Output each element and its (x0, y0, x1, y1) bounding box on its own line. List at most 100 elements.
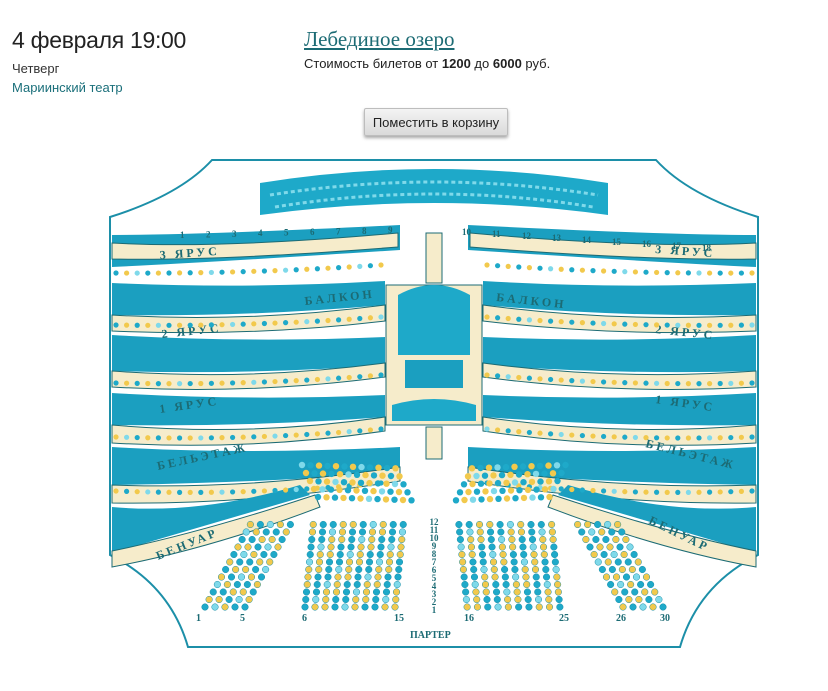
parter-seat[interactable] (491, 573, 499, 581)
tier-seat[interactable] (155, 435, 161, 441)
amphitheatre-seat[interactable] (515, 471, 523, 478)
parter-seat[interactable] (481, 573, 489, 581)
amphitheatre-seat[interactable] (541, 486, 549, 493)
parter-seat[interactable] (527, 520, 535, 529)
amphitheatre-seat[interactable] (524, 471, 531, 478)
tier-seat[interactable] (304, 377, 310, 383)
parter-seat[interactable] (215, 595, 223, 604)
parter-seat[interactable] (227, 573, 236, 581)
tier-seat[interactable] (601, 488, 607, 494)
parter-seat[interactable] (487, 535, 495, 544)
parter-seat[interactable] (498, 535, 506, 544)
tier-seat[interactable] (728, 270, 734, 276)
tier-seat[interactable] (198, 435, 204, 441)
amphitheatre-seat[interactable] (361, 487, 369, 494)
parter-seat[interactable] (222, 565, 230, 574)
tier-seat[interactable] (717, 489, 723, 495)
parter-seat[interactable] (482, 588, 490, 596)
amphitheatre-seat[interactable] (490, 472, 497, 479)
parter-seat[interactable] (465, 520, 473, 529)
parter-seat[interactable] (348, 528, 357, 536)
tier-seat[interactable] (293, 432, 299, 438)
tier-seat[interactable] (505, 428, 511, 434)
parter-seat[interactable] (551, 550, 559, 559)
parter-seat[interactable] (246, 558, 254, 566)
parter-seat[interactable] (372, 588, 381, 596)
parter-seat[interactable] (540, 543, 548, 551)
parter-seat[interactable] (602, 535, 610, 544)
parter-seat[interactable] (369, 520, 377, 529)
parter-seat[interactable] (396, 550, 404, 559)
parter-seat[interactable] (649, 603, 657, 611)
amphitheatre-seat[interactable] (370, 487, 377, 495)
amphitheatre-seat[interactable] (464, 473, 472, 480)
parter-seat[interactable] (276, 520, 284, 529)
parter-seat[interactable] (205, 595, 213, 604)
parter-seat[interactable] (645, 595, 653, 604)
parter-seat[interactable] (531, 558, 539, 566)
amphitheatre-seat[interactable] (468, 465, 476, 472)
parter-seat[interactable] (574, 520, 582, 529)
parter-seat[interactable] (238, 535, 246, 544)
amphitheatre-seat[interactable] (370, 472, 378, 479)
tier-seat[interactable] (378, 262, 384, 268)
amphitheatre-seat[interactable] (562, 461, 569, 469)
parter-seat[interactable] (342, 588, 351, 596)
tier-seat[interactable] (675, 489, 681, 495)
tier-seat[interactable] (611, 434, 617, 440)
parter-seat[interactable] (523, 580, 531, 589)
parter-seat[interactable] (638, 565, 646, 574)
parter-seat[interactable] (518, 535, 526, 544)
parter-seat[interactable] (533, 580, 541, 589)
parter-seat[interactable] (514, 595, 522, 604)
parter-seat[interactable] (379, 520, 387, 529)
amphitheatre-seat[interactable] (387, 472, 395, 480)
tier-seat[interactable] (696, 489, 702, 495)
parter-seat[interactable] (469, 558, 477, 566)
parter-seat[interactable] (608, 565, 616, 574)
parter-seat[interactable] (247, 573, 256, 581)
parter-seat[interactable] (392, 595, 400, 604)
parter-seat[interactable] (335, 565, 343, 574)
tier-seat[interactable] (675, 322, 681, 328)
parter-seat[interactable] (262, 528, 270, 536)
tier-seat[interactable] (717, 435, 723, 441)
parter-seat[interactable] (229, 588, 237, 596)
parter-seat[interactable] (497, 528, 505, 536)
parter-seat[interactable] (358, 528, 367, 536)
tier-seat[interactable] (548, 376, 554, 383)
parter-seat[interactable] (343, 580, 351, 589)
parter-seat[interactable] (612, 535, 620, 544)
parter-seat[interactable] (355, 565, 363, 574)
amphitheatre-seat[interactable] (340, 494, 347, 502)
amphitheatre-seat[interactable] (498, 471, 506, 479)
tier-seat[interactable] (685, 435, 692, 441)
parter-seat[interactable] (268, 535, 276, 544)
amphitheatre-seat[interactable] (366, 479, 373, 487)
parter-seat[interactable] (274, 543, 282, 551)
parter-seat[interactable] (339, 520, 347, 529)
tier-seat[interactable] (346, 374, 352, 381)
amphitheatre-seat[interactable] (528, 478, 536, 486)
parter-seat[interactable] (342, 595, 350, 604)
tier-seat[interactable] (219, 489, 225, 495)
tier-seat[interactable] (654, 380, 660, 386)
tier-seat[interactable] (569, 319, 575, 325)
tier-seat[interactable] (187, 435, 193, 441)
amphitheatre-seat[interactable] (533, 486, 540, 493)
amphitheatre-seat[interactable] (456, 489, 464, 496)
amphitheatre-seat[interactable] (460, 481, 468, 488)
parter-seat[interactable] (388, 528, 397, 536)
parter-seat[interactable] (512, 580, 520, 589)
tier-seat[interactable] (240, 434, 246, 440)
tier-seat[interactable] (749, 270, 755, 276)
parter-seat[interactable] (655, 595, 663, 604)
parter-seat[interactable] (492, 580, 500, 589)
tier-seat[interactable] (707, 435, 713, 441)
amphitheatre-seat[interactable] (520, 479, 527, 486)
parter-seat[interactable] (608, 528, 616, 536)
amphitheatre-seat[interactable] (473, 472, 480, 480)
parter-seat[interactable] (534, 588, 542, 596)
parter-seat[interactable] (539, 535, 547, 544)
tier-seat[interactable] (569, 486, 575, 493)
